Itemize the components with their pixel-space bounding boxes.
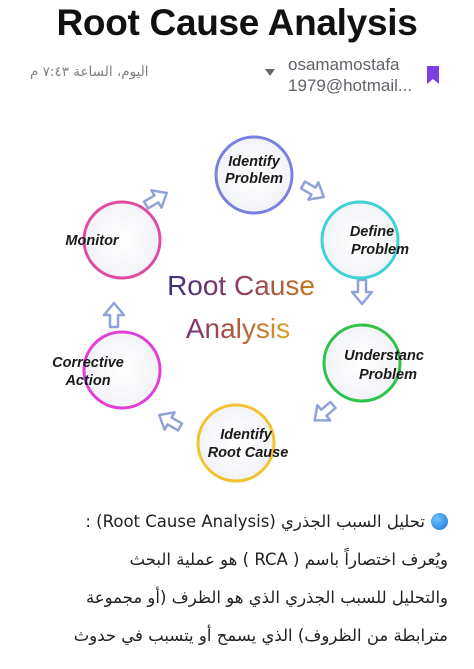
arrow-4 xyxy=(157,411,184,432)
body-line-4: مترابطة من الظروف) الذي يسمح أو يتسبب في… xyxy=(73,626,448,645)
arrow-6 xyxy=(142,189,169,210)
author-line-2: 1979@hotmail... xyxy=(288,76,413,95)
step-understand-problem: Understanc Problem xyxy=(322,323,424,403)
step-identify-problem: Identify Problem xyxy=(214,135,294,215)
rca-cycle-diagram: Identify Problem Define Problem Understa… xyxy=(52,135,424,483)
step-identify-root-cause-line1: Identify xyxy=(220,427,272,443)
cycle-arrows xyxy=(102,180,374,432)
step-define-problem: Define Problem xyxy=(320,200,409,280)
center-title-line1: Root Cause xyxy=(167,270,315,301)
arrow-2 xyxy=(350,278,374,306)
step-corrective-action: Corrective Action xyxy=(52,330,162,410)
arrow-1 xyxy=(299,180,326,201)
bookmark-icon[interactable] xyxy=(426,66,440,84)
step-define-problem-line2: Problem xyxy=(351,242,409,258)
step-understand-problem-line1: Understanc xyxy=(344,348,424,364)
step-corrective-action-line1: Corrective xyxy=(52,355,124,371)
step-corrective-action-line2: Action xyxy=(64,373,110,389)
step-identify-root-cause-line2: Root Cause xyxy=(208,445,289,461)
arrow-5 xyxy=(102,301,126,329)
step-identify-problem-line1: Identify xyxy=(228,154,280,170)
step-identify-problem-line2: Problem xyxy=(225,171,283,187)
article-body: تحليل السبب الجذري (Root Cause Analysis)… xyxy=(28,503,448,655)
body-line-3: والتحليل للسبب الجذري الذي هو الظرف (أو … xyxy=(85,588,448,607)
post-time: اليوم، الساعة ٧:٤٣ م xyxy=(30,64,149,80)
step-define-problem-line1: Define xyxy=(350,224,394,240)
step-identify-root-cause: Identify Root Cause xyxy=(196,403,289,483)
post-author[interactable]: osamamostafa 1979@hotmail... xyxy=(288,54,418,96)
arrow-3 xyxy=(313,400,337,422)
step-monitor: Monitor xyxy=(65,200,162,280)
body-line-1: تحليل السبب الجذري (Root Cause Analysis)… xyxy=(28,503,448,541)
step-monitor-line1: Monitor xyxy=(65,233,120,249)
center-title-line2: Analysis xyxy=(186,313,290,344)
post-meta: اليوم، الساعة ٧:٤٣ م osamamostafa 1979@h… xyxy=(0,50,474,100)
step-understand-problem-line2: Problem xyxy=(359,367,417,383)
chevron-down-icon[interactable] xyxy=(265,69,275,76)
author-line-1: osamamostafa xyxy=(288,55,400,74)
page-title: Root Cause Analysis xyxy=(56,2,418,43)
blue-circle-icon xyxy=(431,513,448,530)
body-line-2: ويُعرف اختصاراً باسم ( RCA ) هو عملية ال… xyxy=(129,550,448,569)
